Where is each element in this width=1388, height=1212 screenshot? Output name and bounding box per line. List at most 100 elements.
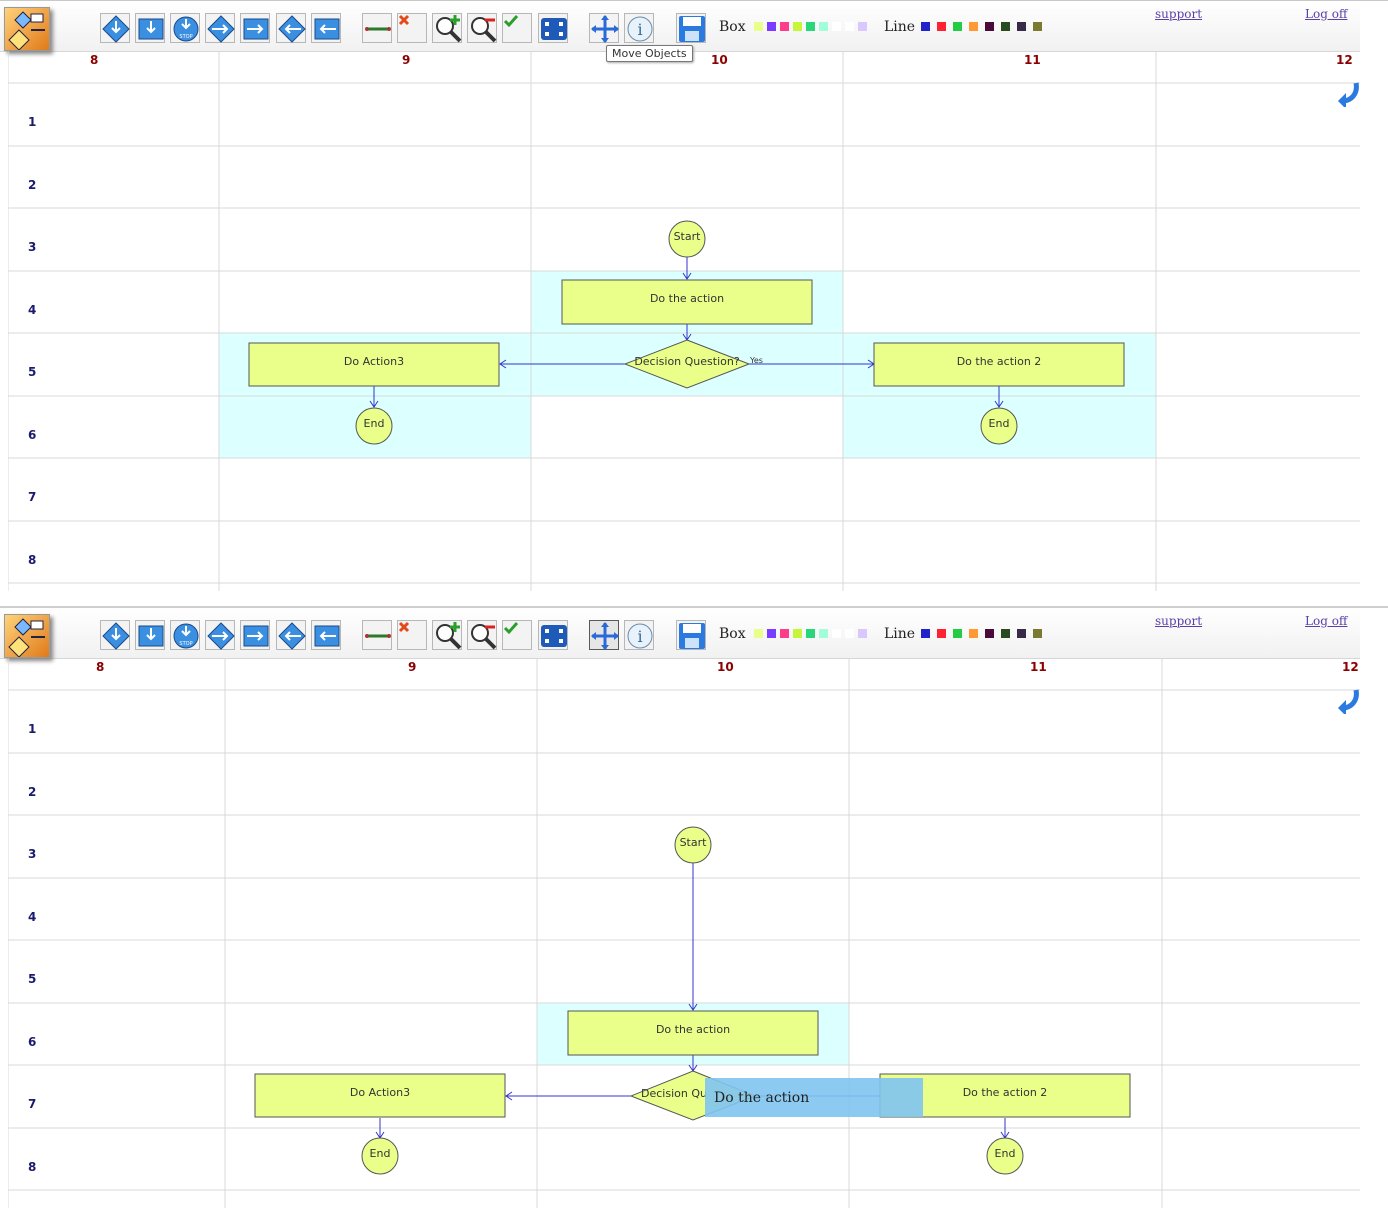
support-link[interactable]: support: [1155, 614, 1203, 628]
box-down-arrow-icon: [138, 625, 164, 647]
row-label: 2: [28, 785, 37, 799]
color-swatch[interactable]: [832, 629, 841, 638]
color-swatch[interactable]: [806, 629, 815, 638]
zoom-in-button[interactable]: [432, 13, 462, 43]
color-swatch[interactable]: [845, 629, 854, 638]
fit-to-screen-button[interactable]: [538, 620, 568, 650]
end-node[interactable]: [980, 407, 1018, 445]
color-swatch[interactable]: [767, 629, 776, 638]
connect-button[interactable]: [362, 13, 392, 43]
add-box-down-button[interactable]: [135, 620, 165, 650]
add-box-left-button[interactable]: [311, 13, 341, 43]
color-swatch[interactable]: [806, 22, 815, 31]
zoom-out-button[interactable]: [467, 620, 497, 650]
floppy-disk-icon: [679, 16, 705, 42]
add-decision-right-button[interactable]: [205, 620, 235, 650]
zoom-out-button[interactable]: [467, 13, 497, 43]
add-decision-right-button[interactable]: [205, 13, 235, 43]
column-label: 12: [1336, 53, 1353, 67]
add-decision-left-button[interactable]: [276, 620, 306, 650]
diagram-canvas[interactable]: Start Do the action Decision Question? Y…: [8, 51, 1360, 591]
color-swatch[interactable]: [937, 629, 946, 638]
row-label: 6: [28, 428, 37, 442]
support-link[interactable]: support: [1155, 7, 1203, 21]
log-off-link[interactable]: Log off: [1305, 614, 1348, 628]
color-swatch[interactable]: [921, 629, 930, 638]
end-node[interactable]: [355, 407, 393, 445]
add-stop-button[interactable]: STOP: [170, 13, 200, 43]
decision-diamond[interactable]: [623, 339, 751, 389]
info-button[interactable]: i: [624, 13, 654, 43]
zoom-in-button[interactable]: [432, 620, 462, 650]
fit-to-screen-button[interactable]: [538, 13, 568, 43]
validate-button[interactable]: [502, 13, 532, 43]
color-swatch[interactable]: [1017, 629, 1026, 638]
color-swatch[interactable]: [1017, 22, 1026, 31]
color-swatch[interactable]: [1033, 22, 1042, 31]
end-node[interactable]: [361, 1137, 399, 1175]
action3-box[interactable]: [254, 1073, 506, 1118]
undo-arrow-icon[interactable]: [1336, 81, 1360, 107]
add-box-right-button[interactable]: [240, 13, 270, 43]
color-swatch[interactable]: [937, 22, 946, 31]
action-box[interactable]: [567, 1010, 819, 1056]
action3-box[interactable]: [248, 342, 500, 387]
add-box-right-button[interactable]: [240, 620, 270, 650]
color-swatch[interactable]: [754, 629, 763, 638]
color-swatch[interactable]: [845, 22, 854, 31]
column-label: 10: [711, 53, 728, 67]
color-swatch[interactable]: [985, 22, 994, 31]
color-swatch[interactable]: [819, 629, 828, 638]
color-swatch[interactable]: [969, 629, 978, 638]
color-swatch[interactable]: [969, 22, 978, 31]
color-swatch[interactable]: [767, 22, 776, 31]
add-decision-down-button[interactable]: [100, 620, 130, 650]
color-swatch[interactable]: [819, 22, 828, 31]
move-objects-button[interactable]: [589, 620, 619, 650]
color-swatch[interactable]: [985, 629, 994, 638]
color-swatch[interactable]: [780, 629, 789, 638]
action3-label: Do Action3: [350, 1086, 410, 1099]
row-label: 3: [28, 847, 37, 861]
move-objects-button[interactable]: [589, 13, 619, 43]
color-swatch[interactable]: [793, 22, 802, 31]
start-node[interactable]: [668, 220, 706, 258]
add-stop-button[interactable]: STOP: [170, 620, 200, 650]
delete-button[interactable]: [397, 13, 427, 43]
start-node[interactable]: [674, 826, 712, 864]
add-decision-left-button[interactable]: [276, 13, 306, 43]
action2-box[interactable]: [873, 342, 1125, 387]
info-button[interactable]: i: [624, 620, 654, 650]
color-swatch[interactable]: [780, 22, 789, 31]
diagram-canvas[interactable]: Start Do the action Decision Qu Do Actio…: [8, 658, 1360, 1208]
color-swatch[interactable]: [858, 22, 867, 31]
validate-button[interactable]: [502, 620, 532, 650]
log-off-link[interactable]: Log off: [1305, 7, 1348, 21]
fit-screen-icon: [541, 625, 567, 647]
color-swatch[interactable]: [793, 629, 802, 638]
save-button[interactable]: [676, 13, 706, 43]
end-label: End: [364, 417, 385, 430]
action-box[interactable]: [561, 279, 813, 325]
save-button[interactable]: [676, 620, 706, 650]
undo-arrow-icon[interactable]: [1336, 688, 1360, 714]
color-swatch[interactable]: [1001, 629, 1010, 638]
drag-ghost-box[interactable]: [705, 1078, 923, 1117]
color-swatch[interactable]: [921, 22, 930, 31]
color-swatch[interactable]: [1001, 22, 1010, 31]
color-swatch[interactable]: [953, 629, 962, 638]
row-label: 5: [28, 972, 37, 986]
svg-text:STOP: STOP: [179, 34, 192, 40]
color-swatch[interactable]: [754, 22, 763, 31]
color-swatch[interactable]: [858, 629, 867, 638]
end-node[interactable]: [986, 1137, 1024, 1175]
add-decision-down-button[interactable]: [100, 13, 130, 43]
connect-button[interactable]: [362, 620, 392, 650]
delete-button[interactable]: [397, 620, 427, 650]
color-swatch[interactable]: [953, 22, 962, 31]
add-box-left-button[interactable]: [311, 620, 341, 650]
zoom-out-icon: [471, 17, 497, 43]
color-swatch[interactable]: [1033, 629, 1042, 638]
color-swatch[interactable]: [832, 22, 841, 31]
add-box-down-button[interactable]: [135, 13, 165, 43]
